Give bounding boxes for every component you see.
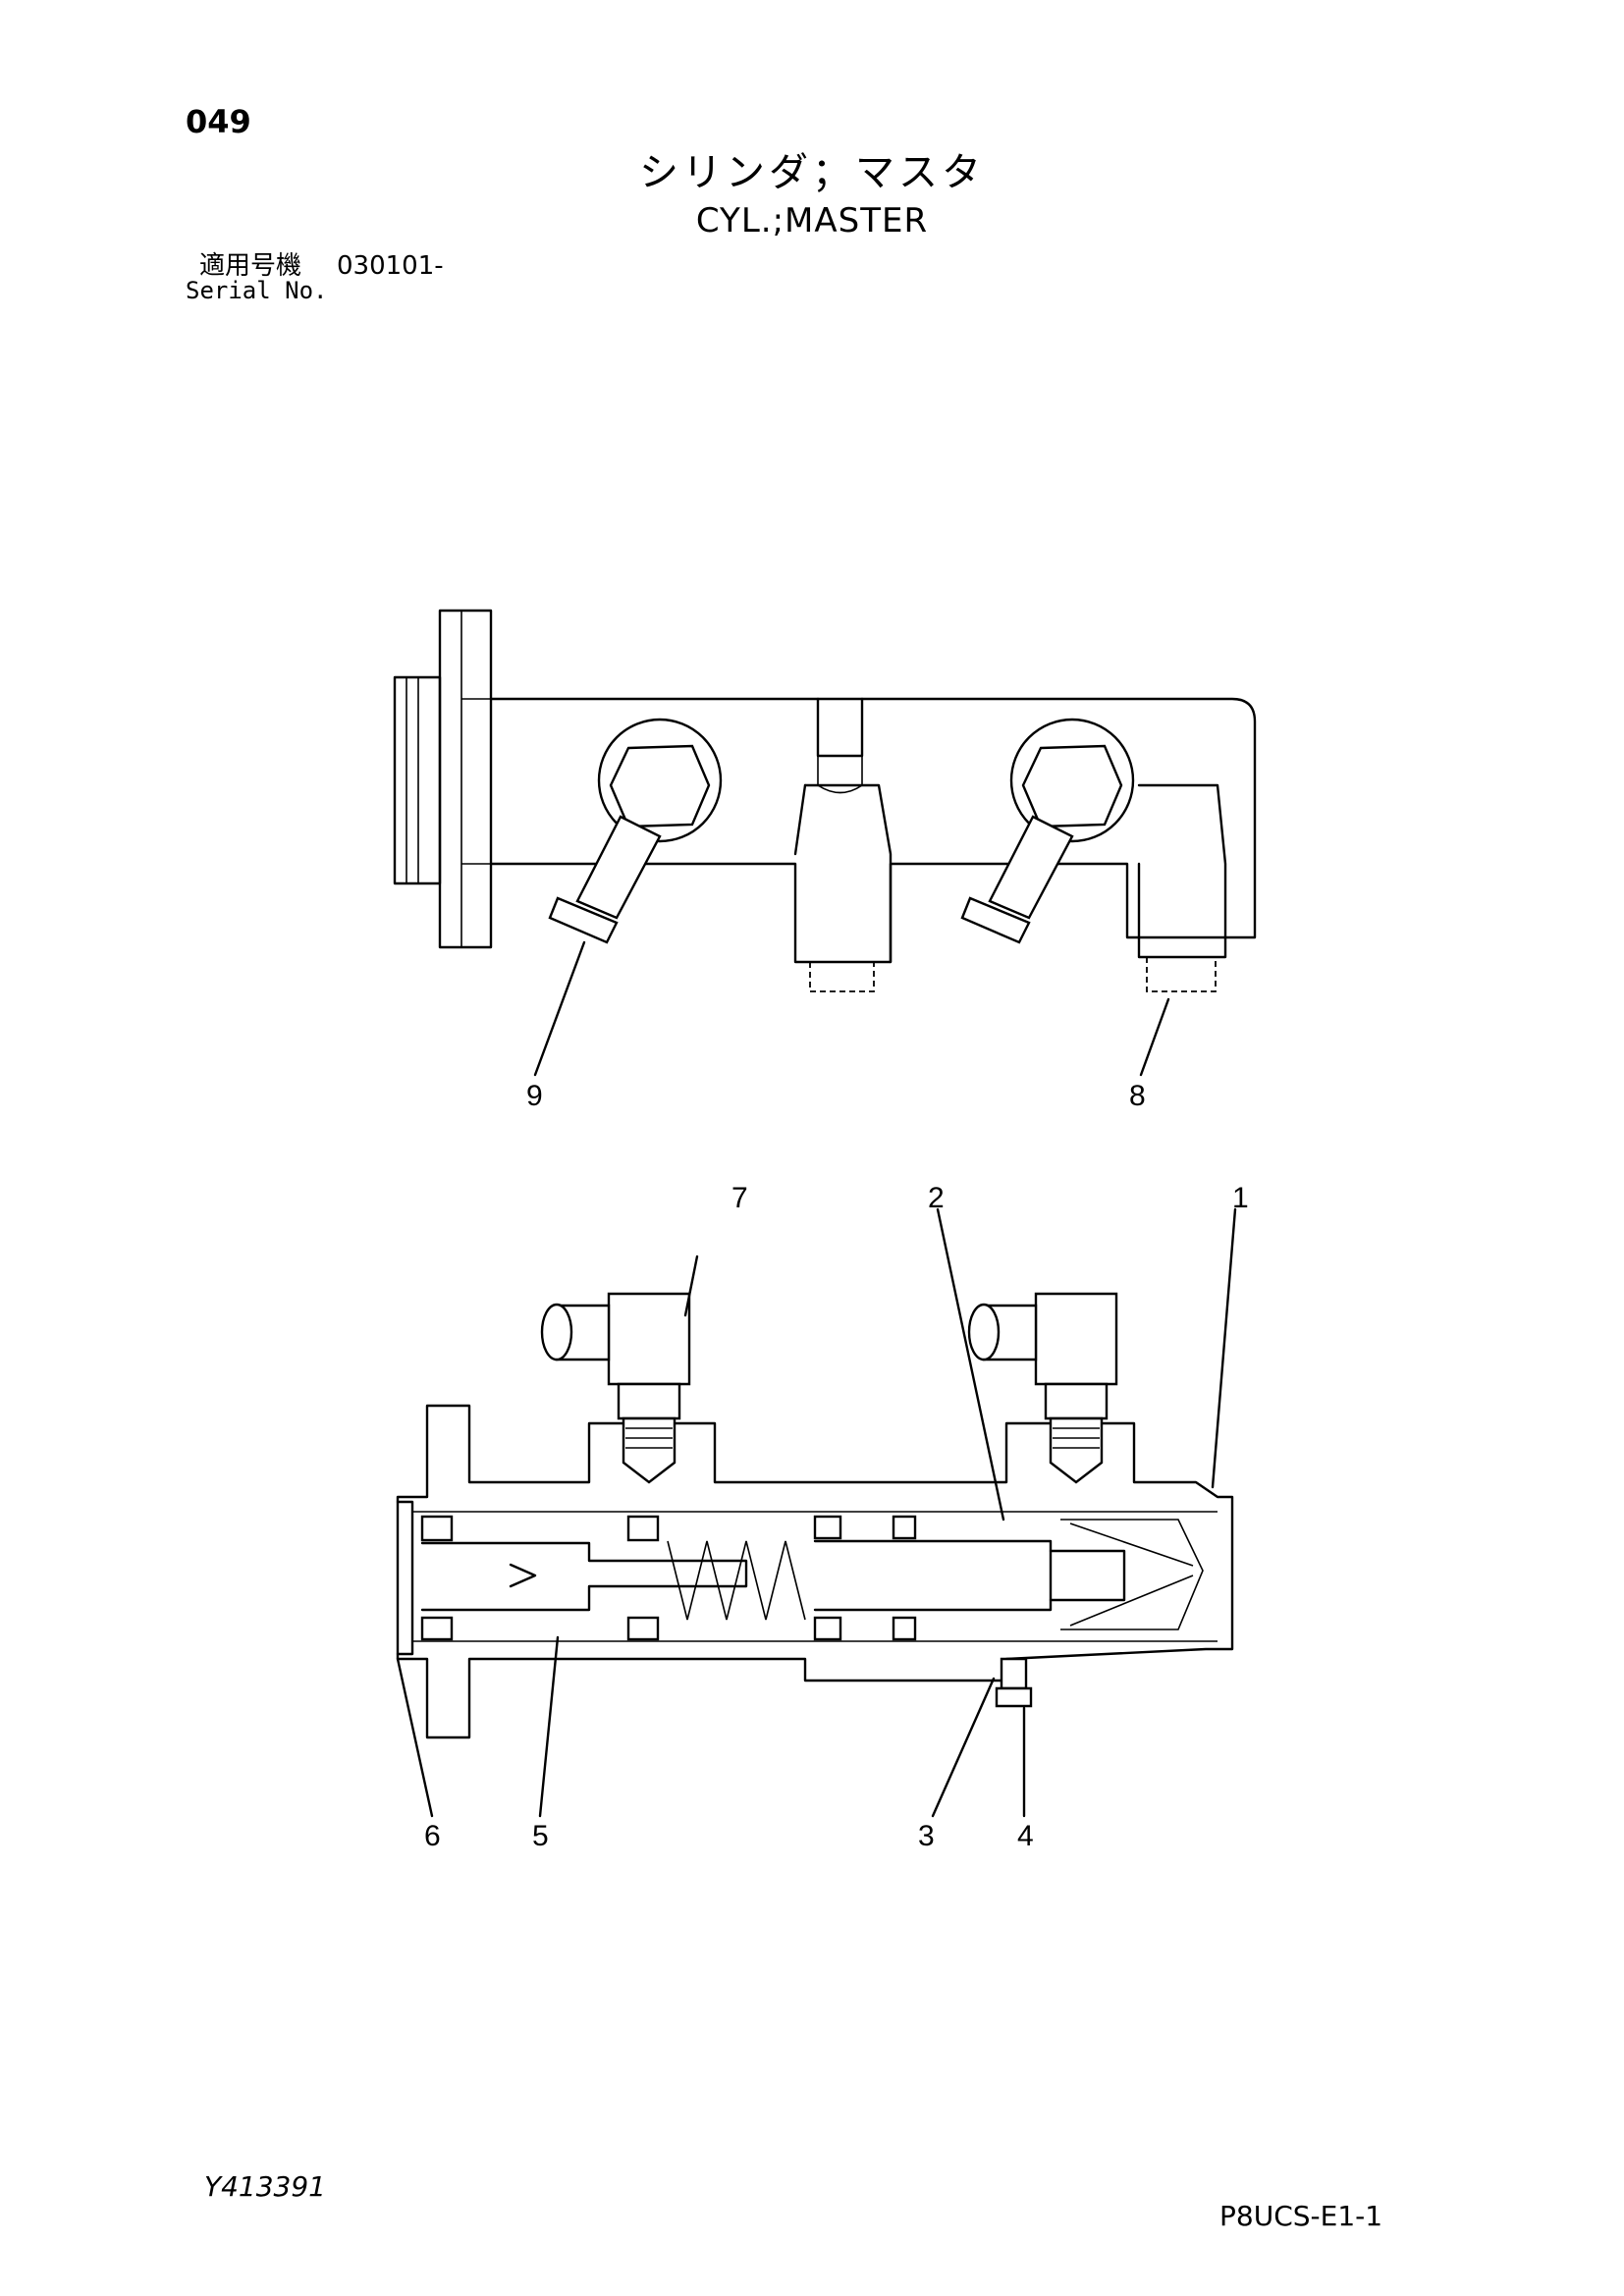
right-fitting-circle (1009, 718, 1135, 843)
left-fitting-circle (597, 718, 723, 843)
callout-3: 3 (918, 1820, 935, 1852)
flange-outline (438, 609, 493, 949)
callout-5: 5 (532, 1820, 549, 1852)
exterior-view (393, 609, 1257, 1077)
seal-center-top (813, 1515, 842, 1540)
sheet-code: P8UCS-E1-1 (1219, 2200, 1383, 2232)
title-japanese: シリンダ；マスタ (639, 150, 985, 195)
center-boss-neck (817, 756, 863, 794)
left-thread-lines (625, 1427, 673, 1449)
right-fitting-hex (1044, 1382, 1109, 1420)
stop-bolt-washer (995, 1686, 1033, 1708)
left-fitting-thread (622, 1416, 677, 1484)
bore-walls (412, 1511, 1218, 1642)
right-hose-tube (988, 815, 1074, 920)
serial-label-japanese: 適用号機 (199, 251, 302, 281)
callout-7: 7 (731, 1182, 748, 1214)
seal-mid-top (626, 1515, 660, 1542)
primary-piston (420, 1541, 748, 1612)
leader-2 (936, 1207, 1005, 1522)
left-hose-nipple (548, 896, 619, 944)
right-elbow-end (967, 1303, 1001, 1362)
leader-6 (396, 1657, 434, 1818)
section-view (396, 1207, 1237, 1818)
page-number: 049 (186, 103, 251, 140)
seal-left-bottom (420, 1616, 454, 1641)
callout-8: 8 (1129, 1080, 1146, 1112)
boot-stub (393, 675, 442, 885)
secondary-piston-stem (1049, 1549, 1126, 1602)
seal-left-top (420, 1515, 454, 1542)
leader-3 (931, 1677, 996, 1818)
left-fitting-hex (617, 1382, 681, 1420)
primary-spring (667, 1540, 806, 1621)
boot-ribs (406, 677, 419, 883)
seal-right-top (892, 1515, 917, 1540)
cylinder-body-outline (489, 697, 1257, 964)
leader-5 (538, 1635, 560, 1818)
leader-9 (533, 940, 586, 1077)
center-port-hidden (809, 962, 875, 992)
right-fitting-thread (1049, 1416, 1104, 1484)
callout-9: 9 (526, 1080, 543, 1112)
housing-outline (396, 1404, 1234, 1739)
left-hex-nut (609, 744, 711, 828)
drawing-number: Y413391 (204, 2170, 326, 2203)
body-flange-joint (461, 698, 491, 865)
title-english: CYL.;MASTER (695, 201, 929, 240)
right-elbow-body (1034, 1292, 1118, 1386)
seal-mid-bottom (626, 1616, 660, 1641)
left-elbow-end (540, 1303, 573, 1362)
callout-1: 1 (1232, 1182, 1249, 1214)
leader-1 (1211, 1207, 1237, 1489)
leader-7 (683, 1255, 699, 1317)
right-boss (1137, 783, 1227, 959)
serial-value: 030101- (337, 251, 444, 281)
leader-8 (1139, 997, 1170, 1077)
seal-right-bottom (892, 1616, 917, 1641)
callout-4: 4 (1017, 1820, 1034, 1852)
left-elbow-body (607, 1292, 691, 1386)
right-hex-nut (1021, 744, 1123, 828)
snap-ring (396, 1500, 414, 1656)
pushrod-tip (509, 1563, 537, 1588)
right-thread-lines (1053, 1427, 1100, 1449)
serial-label-english: Serial No. (186, 277, 328, 304)
return-spring (1060, 1519, 1204, 1630)
center-port-left (793, 783, 807, 856)
seal-center-bottom (813, 1616, 842, 1641)
left-hose-tube (575, 815, 662, 920)
right-port-hidden (1146, 957, 1217, 992)
callout-2: 2 (928, 1182, 945, 1214)
center-boss-top (816, 697, 864, 758)
right-hose-nipple (960, 896, 1031, 944)
center-port-right (803, 783, 893, 964)
secondary-piston (813, 1539, 1053, 1612)
callout-6: 6 (424, 1820, 441, 1852)
stop-bolt (1000, 1657, 1028, 1690)
